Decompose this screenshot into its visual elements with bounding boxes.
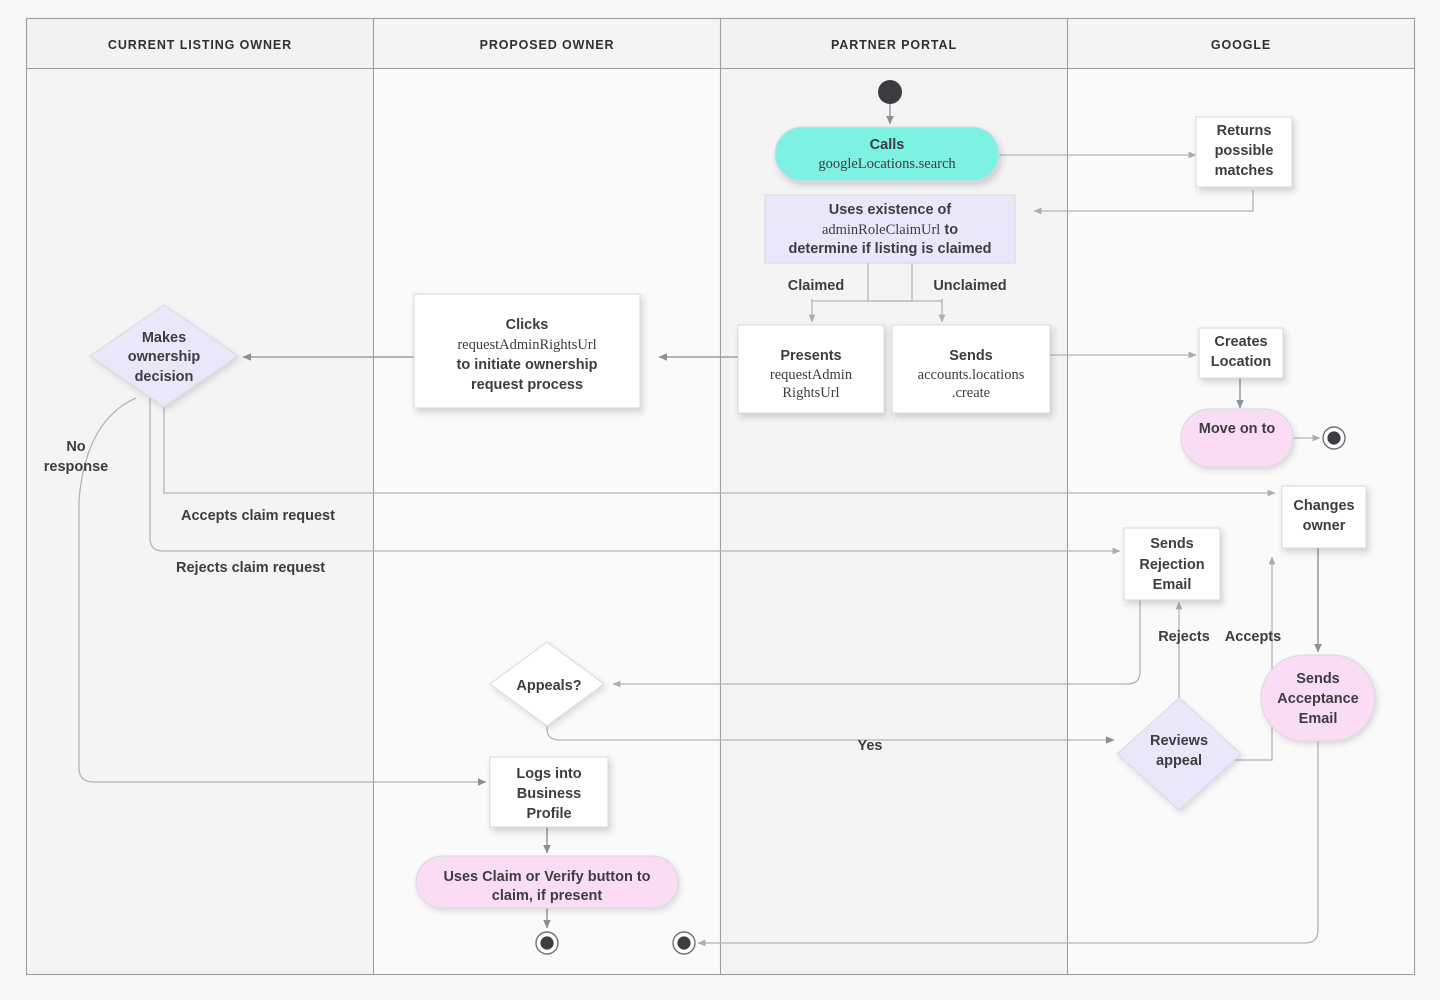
node-makes-decision-line2: ownership [128, 349, 201, 365]
end-terminator-google [1322, 426, 1346, 450]
node-presents-request-admin-rights-url[interactable] [737, 324, 885, 414]
edge-label-no-response-line2: response [44, 459, 108, 475]
node-uses-existence-admin-role-claim-url[interactable] [764, 194, 1016, 264]
node-sends-acceptance-email[interactable] [1260, 654, 1376, 742]
node-sends-rejection-line2: Rejection [1139, 557, 1204, 573]
node-uses-existence-line3: determine if listing is claimed [788, 241, 991, 257]
node-calls-google-locations-search[interactable] [774, 126, 1000, 182]
node-returns-line1: Returns [1217, 123, 1272, 139]
node-sends-accounts-locations-create[interactable] [891, 324, 1051, 414]
node-clicks-request-admin-rights-url[interactable] [413, 293, 641, 409]
node-sends-rejection-email[interactable] [1123, 527, 1221, 601]
node-sends-acceptance-line1: Sends [1296, 671, 1340, 687]
node-logs-into-business-profile[interactable] [489, 756, 609, 828]
node-returns-line3: matches [1215, 163, 1274, 179]
node-clicks-line1: Clicks [506, 317, 549, 333]
node-appeals-label: Appeals? [516, 678, 581, 694]
node-presents-line3: RightsUrl [782, 385, 839, 401]
edge-label-unclaimed: Unclaimed [933, 278, 1006, 294]
edge-label-no-response-line1: No [66, 439, 85, 455]
node-changes-owner[interactable] [1281, 485, 1367, 549]
node-presents-line2: requestAdmin [770, 367, 853, 383]
edge-label-yes: Yes [858, 738, 883, 754]
node-uses-claim-line1: Uses Claim or Verify button to [443, 869, 650, 885]
end-terminator-partner-portal [672, 931, 696, 955]
node-makes-decision-line1: Makes [142, 330, 186, 346]
node-reviews-appeal-line1: Reviews [1150, 733, 1208, 749]
node-reviews-appeal-line2: appeal [1156, 753, 1202, 769]
node-returns-line2: possible [1215, 143, 1274, 159]
lane-header-proposed-owner: PROPOSED OWNER [480, 38, 615, 52]
node-uses-claim-line2: claim, if present [492, 888, 603, 904]
node-creates-location[interactable] [1198, 327, 1284, 379]
node-clicks-line4: request process [471, 377, 583, 393]
node-logs-into-line1: Logs into [516, 766, 581, 782]
node-sends-acceptance-line2: Acceptance [1277, 691, 1358, 707]
edge-label-claimed: Claimed [788, 278, 844, 294]
edge-label-accepts: Accepts [1225, 629, 1281, 645]
node-logs-into-line2: Business [517, 786, 581, 802]
node-creates-location-line1: Creates [1214, 334, 1267, 350]
node-makes-ownership-decision[interactable] [89, 304, 239, 408]
node-returns-possible-matches[interactable] [1195, 116, 1293, 188]
node-uses-existence-line2: adminRoleClaimUrl to [822, 222, 958, 238]
node-move-on-to-label: Move on to [1199, 421, 1276, 437]
node-appeals-decision[interactable] [489, 641, 605, 727]
edge-label-accepts-claim-request: Accepts claim request [181, 508, 335, 524]
lane-header-partner-portal: PARTNER PORTAL [831, 38, 957, 52]
node-calls-line2: googleLocations.search [818, 156, 956, 172]
lane-header-google: GOOGLE [1211, 38, 1271, 52]
node-move-on-to[interactable] [1180, 408, 1294, 468]
lane-headers: CURRENT LISTING OWNER PROPOSED OWNER PAR… [108, 38, 1271, 52]
node-uses-claim-or-verify-button[interactable] [415, 855, 679, 909]
node-creates-location-line2: Location [1211, 354, 1271, 370]
node-presents-line1: Presents [780, 348, 841, 364]
lane-header-current-listing-owner: CURRENT LISTING OWNER [108, 38, 292, 52]
node-logs-into-line3: Profile [526, 806, 571, 822]
start-terminator-partner-portal [878, 80, 902, 104]
node-sends-create-line1: Sends [949, 348, 993, 364]
node-calls-line1: Calls [870, 137, 905, 153]
node-sends-rejection-line3: Email [1153, 577, 1192, 593]
flow-connectors [78, 102, 1322, 947]
node-uses-existence-line1: Uses existence of [829, 202, 952, 218]
edge-label-rejects: Rejects [1158, 629, 1210, 645]
node-changes-owner-line2: owner [1303, 518, 1346, 534]
edge-label-rejects-claim-request: Rejects claim request [176, 560, 325, 576]
node-sends-create-line2: accounts.locations [918, 367, 1025, 383]
node-sends-rejection-line1: Sends [1150, 536, 1194, 552]
node-clicks-line3: to initiate ownership [457, 357, 598, 373]
node-changes-owner-line1: Changes [1293, 498, 1354, 514]
end-terminator-proposed-owner [535, 931, 559, 955]
node-makes-decision-line3: decision [135, 369, 194, 385]
swimlane-grid [25, 17, 1416, 976]
node-sends-create-line3: .create [952, 385, 990, 401]
node-sends-acceptance-line3: Email [1299, 711, 1338, 727]
node-clicks-line2: requestAdminRightsUrl [457, 337, 596, 353]
node-reviews-appeal[interactable] [1116, 697, 1242, 811]
